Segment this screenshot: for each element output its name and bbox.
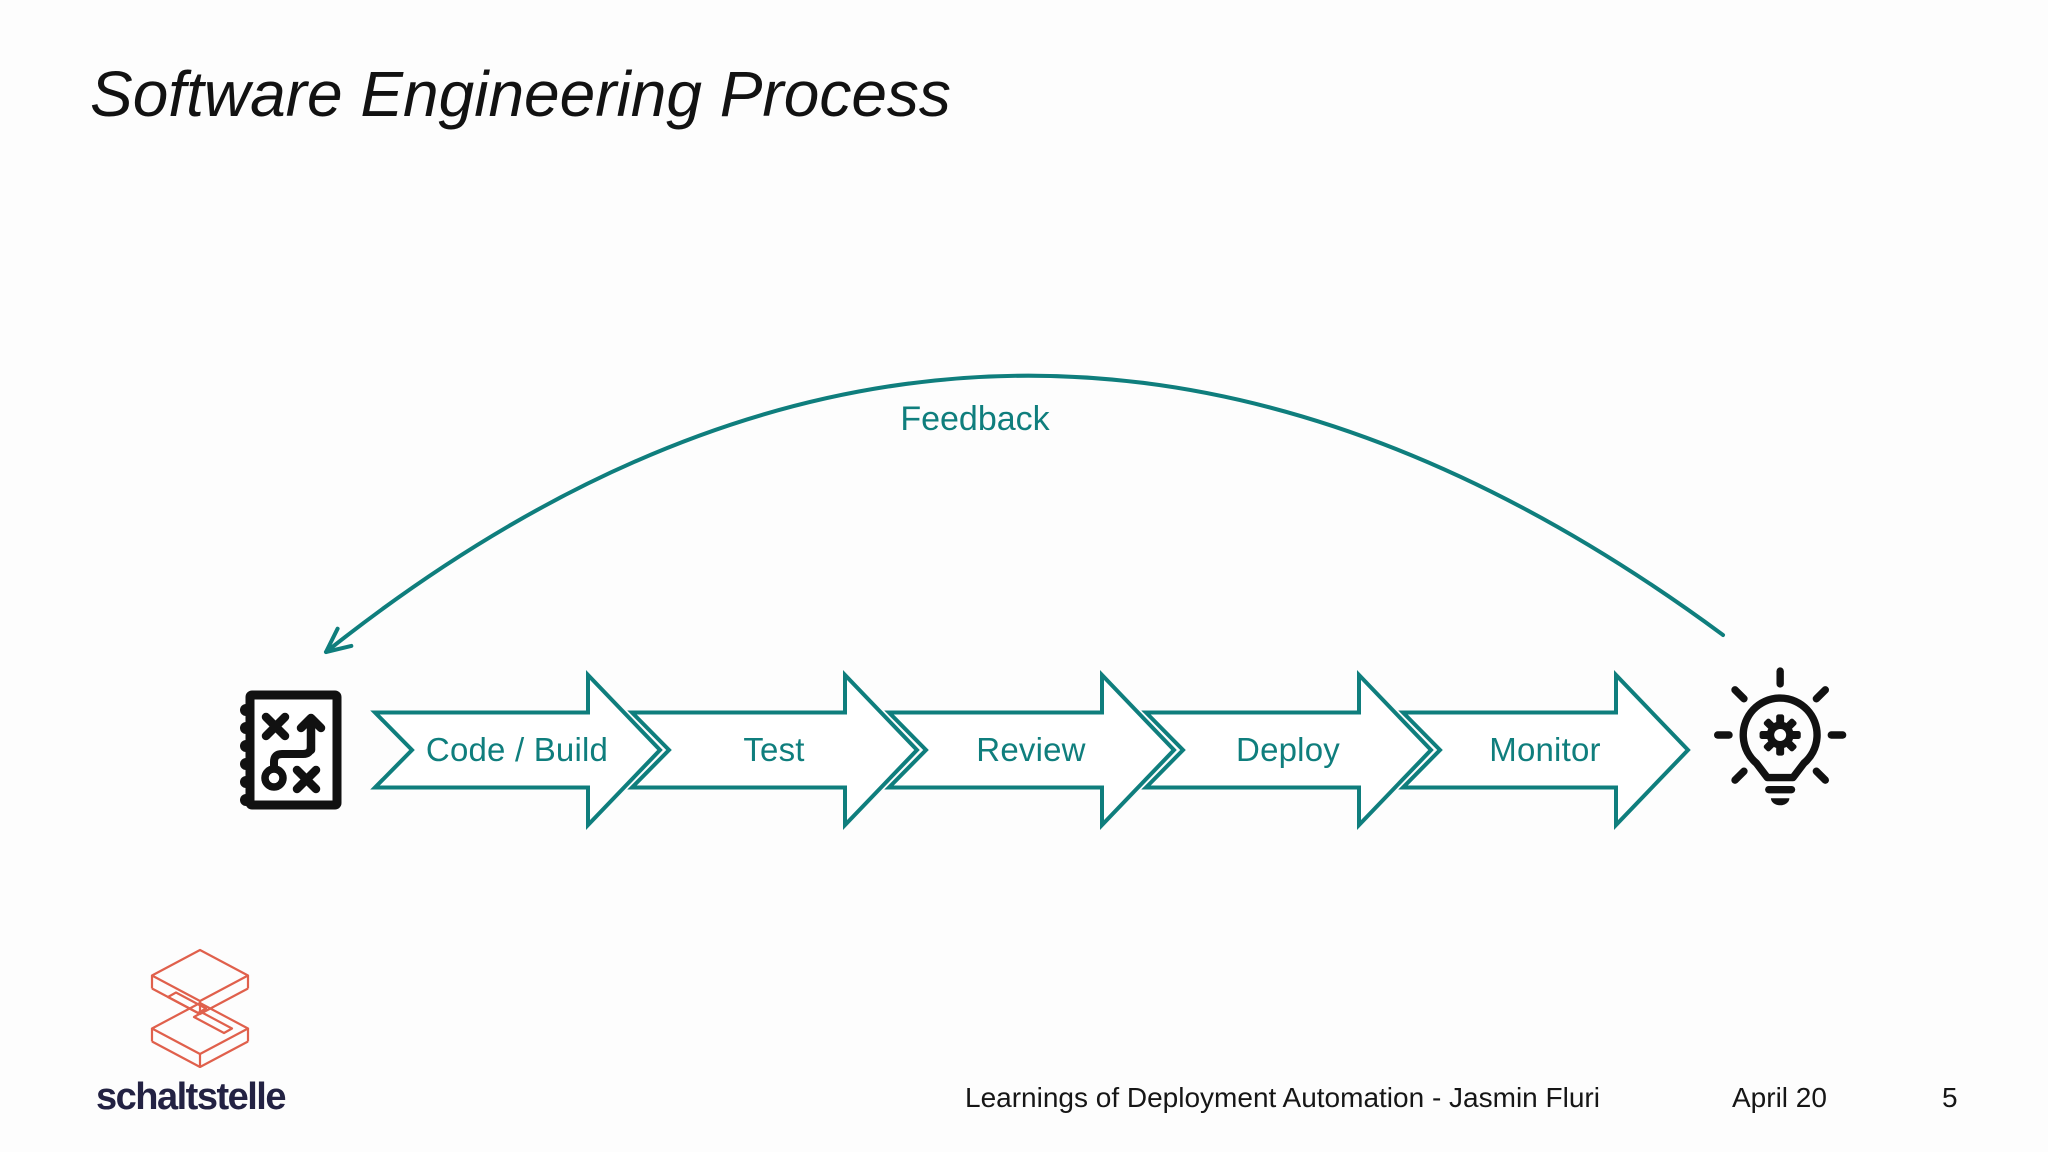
step-label: Monitor xyxy=(1489,731,1600,768)
schaltstelle-logo-mark xyxy=(150,948,250,1068)
step-label: Deploy xyxy=(1236,731,1340,768)
schaltstelle-logo: schaltstelle xyxy=(96,946,356,1122)
process-arrow xyxy=(1141,670,1434,830)
slide-title: Software Engineering Process xyxy=(90,58,951,130)
lightbulb-rays xyxy=(1713,667,1847,784)
process-arrow xyxy=(627,670,920,830)
feedback-label: Feedback xyxy=(900,400,1050,438)
feedback-arrowhead-icon xyxy=(324,626,354,654)
strategy-notebook-icon xyxy=(240,690,342,810)
step-label: Code / Build xyxy=(426,731,608,768)
process-arrows xyxy=(370,670,1691,830)
process-arrow-labels: Code / Build Test Review Deploy Monitor xyxy=(426,731,1601,768)
process-arrow xyxy=(1398,670,1691,830)
lightbulb-gear-icon xyxy=(1713,667,1847,806)
slide-footer: Learnings of Deployment Automation - Jas… xyxy=(0,1084,2048,1124)
footer-page-number: 5 xyxy=(1942,1082,1958,1113)
step-label: Test xyxy=(743,731,804,768)
schaltstelle-wordmark: schaltstelle xyxy=(96,1076,287,1118)
footer-presentation-title: Learnings of Deployment Automation - Jas… xyxy=(965,1082,1600,1113)
footer-date: April 20 xyxy=(1732,1082,1827,1113)
gear-icon xyxy=(1759,714,1801,756)
process-arrow xyxy=(884,670,1177,830)
process-arrow xyxy=(370,670,663,830)
step-label: Review xyxy=(976,731,1085,768)
feedback-arc xyxy=(324,373,1725,654)
